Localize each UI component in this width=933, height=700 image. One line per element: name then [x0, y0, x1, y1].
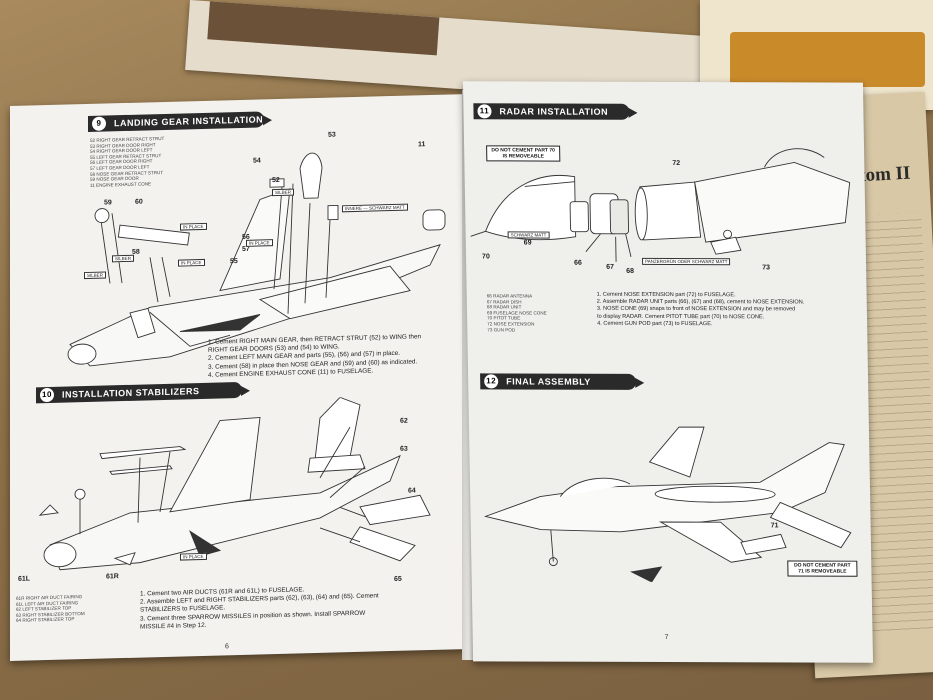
- step10-title: INSTALLATION STABILIZERS: [62, 386, 200, 400]
- right-page-number: 7: [664, 634, 669, 642]
- left-page: 9 LANDING GEAR INSTALLATION 52 RIGHT GEA…: [10, 93, 470, 662]
- step10-part-64: 64: [408, 487, 416, 495]
- step10-number: 10: [40, 387, 54, 403]
- step9-label-silber-1: SILBER: [272, 188, 295, 197]
- step9-part-54: 54: [253, 157, 261, 165]
- step9-part-55: 55: [230, 258, 238, 266]
- step9-label-in-place-3: IN PLACE: [178, 258, 205, 267]
- step10-part-63: 63: [400, 445, 408, 453]
- step11-label-panzergruen: PANZERGRÜN ODER SCHWARZ MATT: [642, 257, 731, 266]
- step12-warning: DO NOT CEMENT PART 71 IS REMOVEABLE: [787, 560, 858, 577]
- step9-label-silber-3: SILBER: [112, 254, 135, 263]
- step11-title: RADAR INSTALLATION: [499, 106, 609, 117]
- step10-part-62: 62: [400, 417, 408, 425]
- step9-part-53: 53: [328, 131, 336, 139]
- step12-part-71: 71: [770, 522, 779, 530]
- step11-part-72: 72: [672, 159, 681, 168]
- step9-label-in-place-1: IN PLACE: [180, 222, 207, 231]
- engine-photo: [730, 32, 925, 87]
- step11-number: 11: [477, 104, 492, 119]
- step11-part-67: 67: [606, 263, 615, 271]
- step11-legend: 66 RADAR ANTENNA 67 RADAR DISH 68 RADAR …: [486, 293, 547, 333]
- step11-label-schwarz: SCHWARZ MATT: [507, 231, 550, 239]
- step10-part-65: 65: [394, 575, 402, 583]
- step11-instruction-4: 4. Cement GUN POD part (73) to FUSELAGE.: [597, 320, 713, 327]
- step10-label-in-place: IN PLACE: [180, 552, 207, 561]
- left-page-number: 6: [225, 643, 229, 651]
- step11-part-69: 69: [523, 239, 532, 247]
- step11-part-73: 73: [762, 264, 771, 272]
- step10-part-61l: 61L: [18, 575, 31, 583]
- right-page: 11 RADAR INSTALLATION DO NOT CEMENT PART…: [462, 81, 874, 663]
- step10-instructions: 1. Cement two AIR DUCTS (61R and 61L) to…: [140, 584, 379, 631]
- final-assembly-diagram: [483, 426, 852, 583]
- radar-diagram: [470, 148, 851, 262]
- step11-instructions: 1. Cement NOSE EXTENSION part (72) to FU…: [597, 292, 805, 329]
- step9-instructions: 1. Cement RIGHT MAIN GEAR, then RETRACT …: [208, 333, 421, 380]
- step11-part-68: 68: [626, 267, 635, 275]
- step9-part-59: 59: [104, 199, 112, 207]
- step9-part-52: 52: [272, 176, 280, 185]
- landing-gear-diagram: [67, 152, 446, 367]
- step10-part-61r: 61R: [106, 573, 119, 581]
- step9-part-11: 11: [418, 141, 426, 149]
- step9-label-silber-2: SILBER: [84, 271, 107, 280]
- step11-banner: 11 RADAR INSTALLATION: [473, 103, 630, 120]
- step12-title: FINAL ASSEMBLY: [506, 376, 591, 387]
- step11-part-66: 66: [574, 259, 582, 267]
- step12-banner: 12 FINAL ASSEMBLY: [480, 373, 637, 390]
- step9-title: LANDING GEAR INSTALLATION: [114, 114, 264, 129]
- step9-part-60: 60: [135, 198, 143, 206]
- step9-label-in-place-2: IN PLACE: [246, 239, 273, 247]
- step11-part-70: 70: [481, 253, 490, 261]
- step9-number: 9: [92, 116, 106, 131]
- step12-number: 12: [484, 374, 499, 389]
- step10-legend: 61R RIGHT AIR DUCT FAIRING 61L LEFT AIR …: [16, 594, 85, 624]
- stabilizers-diagram: [38, 396, 431, 571]
- step9-banner: 9 LANDING GEAR INSTALLATION: [88, 111, 264, 132]
